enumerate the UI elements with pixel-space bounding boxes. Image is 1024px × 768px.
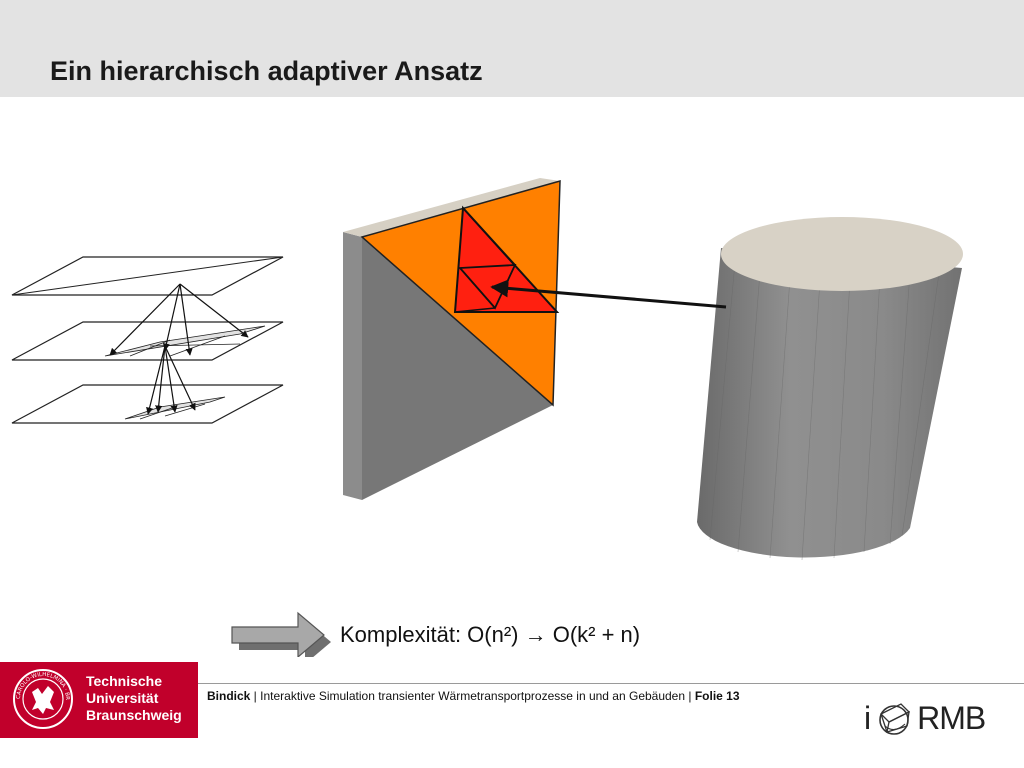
tu-seal-icon: CAROLO-WILHELMINA · BRAUNSCHWEIG [12, 668, 73, 729]
cylinder-top [721, 217, 963, 291]
slab-with-triangles [343, 178, 561, 500]
complexity-formula: Komplexität: O(n²) → O(k² + n) [340, 622, 641, 647]
slab-top-edge [343, 178, 560, 237]
footer-text: Bindick | Interaktive Simulation transie… [207, 689, 740, 703]
footer-slide-number: Folie 13 [694, 689, 740, 703]
implication-arrow-icon [231, 611, 331, 657]
tu-braunschweig-logo: CAROLO-WILHELMINA · BRAUNSCHWEIG Technis… [0, 662, 198, 738]
hierarchy-figure [11, 178, 963, 657]
footer-separator: | [685, 689, 695, 703]
tu-logo-line3: Braunschweig [86, 707, 182, 723]
footer-separator: | [250, 689, 261, 703]
irmb-suffix: RMB [917, 699, 986, 736]
slide-title: Ein hierarchisch adaptiver Ansatz [50, 56, 483, 86]
cylinder-body [697, 248, 962, 558]
footer-subject: Interaktive Simulation transienter Wärme… [260, 689, 686, 703]
slab-side [343, 232, 362, 500]
plane-middle [11, 321, 284, 361]
plane-bottom [11, 384, 284, 424]
tu-logo-line2: Universität [86, 690, 159, 706]
tu-logo-line1: Technische [86, 673, 162, 689]
irmb-logo: i RMB [864, 699, 986, 736]
irmb-prefix: i [864, 699, 871, 736]
footer-divider [198, 683, 1024, 684]
slide-header [0, 0, 1024, 97]
irmb-emblem-icon [879, 703, 911, 735]
plane-stack [11, 256, 284, 424]
footer-author: Bindick [207, 689, 251, 703]
connection-arrow [490, 279, 727, 309]
slab-front [362, 237, 553, 500]
cylinder-shape [697, 217, 963, 561]
